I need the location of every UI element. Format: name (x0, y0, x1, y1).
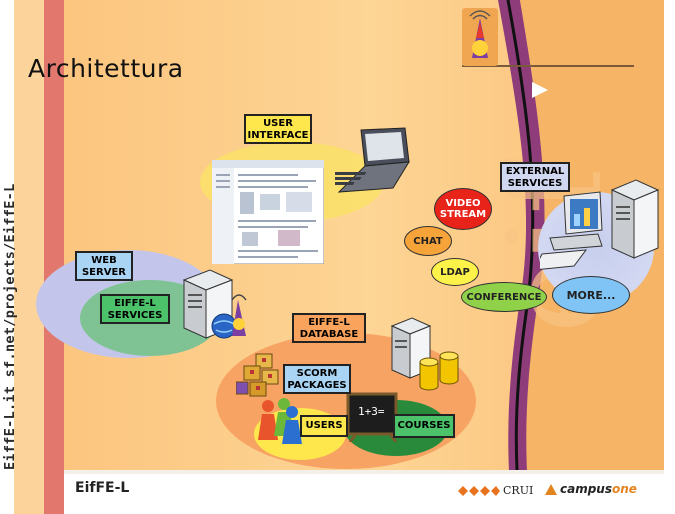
label-user-interface: USER INTERFACE (244, 114, 312, 144)
bubble-more: MORE... (552, 276, 630, 314)
database-cylinders-icon (419, 351, 459, 391)
side-url-text: EiffE-L.it sf.net/projects/EiffE-L (2, 183, 18, 470)
label-web-server: WEB SERVER (75, 251, 133, 281)
label-external-services: EXTERNAL SERVICES (500, 162, 570, 192)
blackboard-text: 1+3= (358, 405, 385, 418)
bubble-conference: CONFERENCE (461, 282, 547, 312)
laptop-icon (335, 127, 410, 193)
bubble-chat: CHAT (404, 226, 452, 256)
ui-screenshot-icon (212, 160, 324, 264)
database-server-icon (390, 317, 459, 391)
label-eiffe-services: EIFFE-L SERVICES (100, 294, 170, 324)
footer-title: EifFE-L (75, 480, 130, 496)
workstation-icon (540, 191, 603, 270)
web-server-icon (182, 269, 247, 339)
footer-campus-word: campus (560, 482, 612, 496)
purple-band (498, 0, 546, 514)
label-users: USERS (300, 415, 348, 437)
campus-one-logo-icon (545, 484, 557, 495)
footer-campus-suffix: one (612, 482, 637, 496)
tower-server-icon (610, 179, 660, 259)
footer-campus: campusone (560, 482, 637, 496)
bubble-video-stream: VIDEO STREAM (434, 188, 492, 230)
footer-crui: CRUI (503, 484, 534, 497)
label-eiffe-database: EIFFE-L DATABASE (292, 313, 366, 343)
left-red-bar (44, 0, 64, 514)
label-scorm-packages: SCORM PACKAGES (283, 364, 351, 394)
bubble-ldap: LDAP (431, 258, 479, 286)
packages-icon (236, 353, 279, 397)
play-triangle-icon (532, 82, 548, 98)
slide-title: Architettura (28, 54, 184, 83)
crui-diamonds-icon (458, 486, 500, 496)
users-figures-icon (258, 398, 302, 444)
antenna-logo-icon (462, 8, 498, 66)
label-courses: COURSES (393, 414, 455, 438)
